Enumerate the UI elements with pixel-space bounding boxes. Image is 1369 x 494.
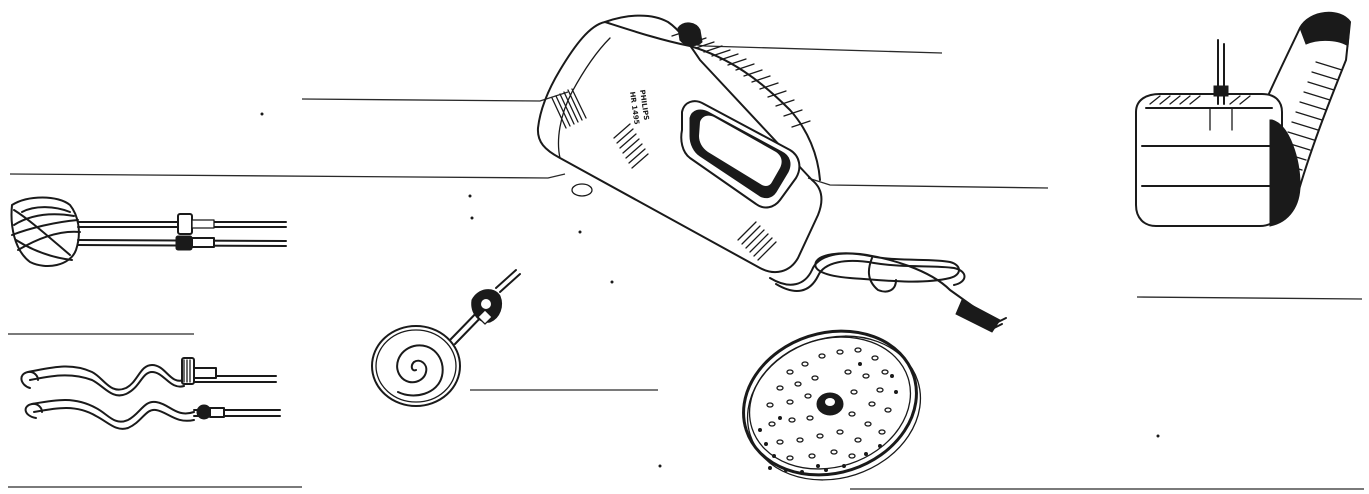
grating-disc xyxy=(725,309,940,494)
mixer-model-text: HR 1495 xyxy=(628,91,641,125)
whisk-beaters xyxy=(12,198,286,267)
leader-line-mixer-vent xyxy=(302,92,568,101)
leader-line-mixer-top-button xyxy=(690,44,942,53)
leader-line-stand xyxy=(1137,297,1362,299)
stand-holder xyxy=(1136,13,1350,226)
leader-line-mixer-handle xyxy=(808,178,1048,188)
blender-rod-attachment xyxy=(372,270,520,406)
leader-line-mixer-coupling xyxy=(10,174,565,178)
hand-mixer: PHILIPS HR 1495 xyxy=(538,16,1006,332)
dough-hooks xyxy=(21,358,280,429)
